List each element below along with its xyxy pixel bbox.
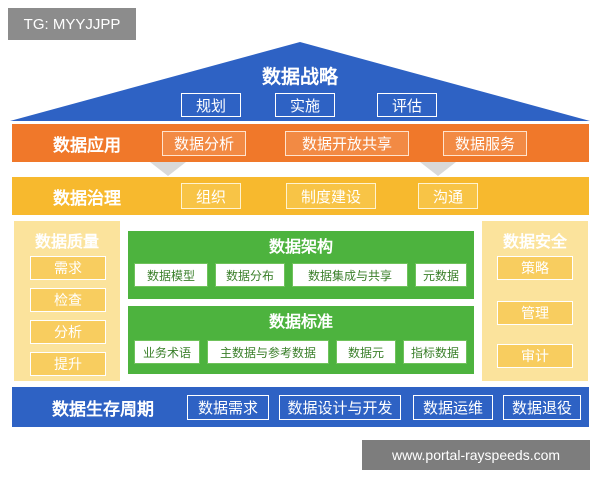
lifecycle-item-requirement: 数据需求 xyxy=(187,395,269,420)
standard-item-master-data: 主数据与参考数据 xyxy=(207,340,329,364)
application-title: 数据应用 xyxy=(53,135,121,156)
lifecycle-item-design: 数据设计与开发 xyxy=(279,395,401,420)
lifecycle-title: 数据生存周期 xyxy=(52,399,154,420)
application-item-service: 数据服务 xyxy=(443,131,527,156)
governance-item-organization: 组织 xyxy=(181,183,241,209)
application-item-analysis: 数据分析 xyxy=(162,131,246,156)
strategy-item-implement: 实施 xyxy=(275,93,335,117)
application-item-open-share: 数据开放共享 xyxy=(285,131,409,156)
architecture-item-integration: 数据集成与共享 xyxy=(292,263,408,287)
lifecycle-item-retirement: 数据退役 xyxy=(503,395,581,420)
architecture-item-metadata: 元数据 xyxy=(415,263,467,287)
quality-item-requirement: 需求 xyxy=(30,256,106,280)
watermark-tag: TG: MYYJJPP xyxy=(8,8,136,40)
security-item-audit: 审计 xyxy=(497,344,573,368)
watermark-url: www.portal-rayspeeds.com xyxy=(362,440,590,470)
security-item-management: 管理 xyxy=(497,301,573,325)
strategy-item-evaluate: 评估 xyxy=(377,93,437,117)
standard-item-business-terms: 业务术语 xyxy=(134,340,200,364)
arrow-left xyxy=(150,162,186,176)
strategy-item-plan: 规划 xyxy=(181,93,241,117)
security-item-strategy: 策略 xyxy=(497,256,573,280)
quality-item-check: 检查 xyxy=(30,288,106,312)
arrow-right xyxy=(420,162,456,176)
quality-item-analysis: 分析 xyxy=(30,320,106,344)
quality-title: 数据质量 xyxy=(34,232,99,251)
strategy-roof xyxy=(10,42,590,121)
lifecycle-item-operation: 数据运维 xyxy=(413,395,493,420)
standard-item-data-element: 数据元 xyxy=(336,340,396,364)
governance-title: 数据治理 xyxy=(53,188,121,209)
strategy-title: 数据战略 xyxy=(261,65,338,88)
security-title: 数据安全 xyxy=(502,232,567,251)
standard-title: 数据标准 xyxy=(268,312,333,331)
governance-item-policy: 制度建设 xyxy=(286,183,376,209)
quality-item-improve: 提升 xyxy=(30,352,106,376)
standard-item-indicator: 指标数据 xyxy=(403,340,467,364)
architecture-title: 数据架构 xyxy=(268,237,333,256)
architecture-item-distribution: 数据分布 xyxy=(215,263,285,287)
governance-item-communication: 沟通 xyxy=(418,183,478,209)
architecture-item-model: 数据模型 xyxy=(134,263,208,287)
